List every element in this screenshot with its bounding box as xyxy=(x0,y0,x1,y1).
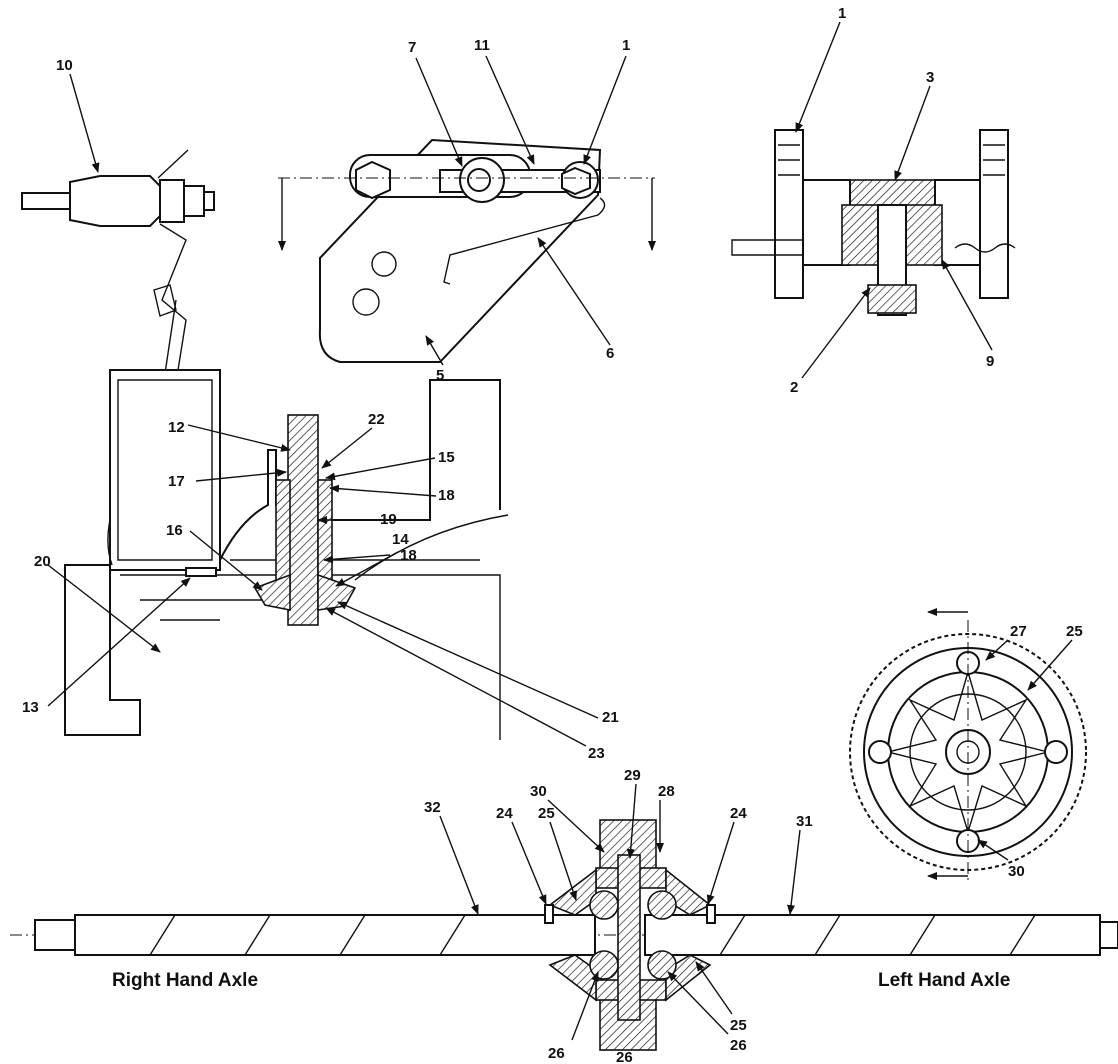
callout-28: 28 xyxy=(658,783,675,800)
callout-19: 19 xyxy=(380,511,397,528)
gear-carrier-section xyxy=(731,129,1016,316)
callout-11: 11 xyxy=(474,37,490,54)
shaft-housing-section xyxy=(64,369,509,740)
callout-29: 29 xyxy=(624,767,641,784)
callout-24-left: 24 xyxy=(730,805,747,822)
callout-6: 6 xyxy=(606,345,614,362)
right-hand-axle-label: Right Hand Axle xyxy=(112,970,258,991)
callout-31: 31 xyxy=(796,813,813,830)
callout-3: 3 xyxy=(926,69,934,86)
callout-21: 21 xyxy=(602,709,619,726)
callout-32: 32 xyxy=(424,799,441,816)
callout-20: 20 xyxy=(34,553,51,570)
callout-27: 27 xyxy=(1010,623,1027,640)
leader-lines xyxy=(47,21,1073,1041)
callout-5: 5 xyxy=(436,367,444,384)
callout-12: 12 xyxy=(168,419,185,436)
callout-18-lower: 18 xyxy=(400,547,417,564)
callout-25-gear: 25 xyxy=(1066,623,1083,640)
callout-2: 2 xyxy=(790,379,798,396)
callout-24-right: 24 xyxy=(496,805,513,822)
callout-13: 13 xyxy=(22,699,39,716)
left-hand-axle-label: Left Hand Axle xyxy=(878,970,1010,991)
callout-18-upper: 18 xyxy=(438,487,455,504)
callout-1-gear: 1 xyxy=(838,5,846,22)
callout-10: 10 xyxy=(56,57,73,74)
callout-15: 15 xyxy=(438,449,455,466)
callout-30-gear: 30 xyxy=(1008,863,1025,880)
callout-22: 22 xyxy=(368,411,385,428)
callout-9: 9 xyxy=(986,353,994,370)
callout-25-left: 25 xyxy=(730,1017,747,1034)
callout-14: 14 xyxy=(392,531,409,548)
callout-30-diff: 30 xyxy=(530,783,547,800)
callout-1-lever: 1 xyxy=(622,37,630,54)
callout-7: 7 xyxy=(408,39,416,56)
callout-numbers: 10 7 11 1 5 6 1 3 2 9 12 22 15 17 18 19 … xyxy=(22,5,1083,1064)
callout-26-lower: 26 xyxy=(616,1049,633,1064)
callout-16: 16 xyxy=(166,522,183,539)
callout-26-right: 26 xyxy=(730,1037,747,1054)
callout-25-right: 25 xyxy=(538,805,555,822)
callout-26-bottom: 26 xyxy=(548,1045,565,1062)
callout-23: 23 xyxy=(588,745,605,762)
callout-17: 17 xyxy=(168,473,185,490)
shift-lever-view xyxy=(278,138,656,363)
ring-gear-face-view xyxy=(849,608,1087,880)
